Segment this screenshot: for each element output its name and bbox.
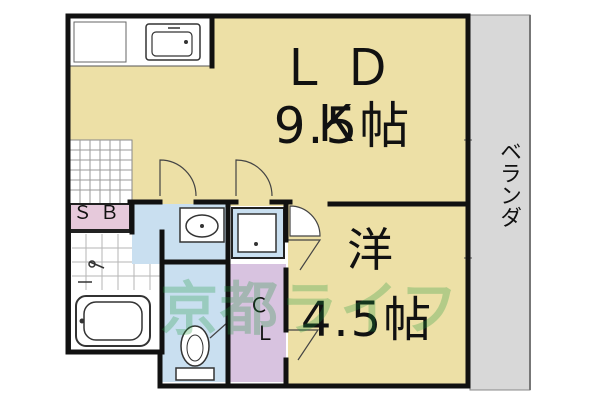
western-room-type: 洋 — [347, 223, 393, 277]
closet-floor — [228, 264, 286, 382]
walls — [65, 13, 471, 389]
washbasin-icon — [179, 207, 225, 243]
storage-label: ＳＢ — [72, 202, 127, 224]
toilet-icon — [175, 325, 215, 381]
closet-label-bottom: Ｌ — [255, 321, 275, 345]
closet-label-top: Ｃ — [249, 293, 269, 317]
watermark-logo: 京都ライフ — [160, 275, 461, 343]
western-room-size: 4.5帖 — [300, 292, 434, 348]
ldk-room-type: ＬＤＫ — [278, 39, 407, 153]
stove-icon — [73, 21, 127, 63]
kitchen-tile-area — [69, 139, 133, 205]
ldk-room-size: 9.5帖 — [273, 97, 412, 155]
washer-pan-icon — [231, 207, 285, 259]
shower-icon — [78, 260, 105, 283]
sink-icon — [145, 23, 201, 61]
door-swings — [159, 159, 322, 361]
balcony-area — [469, 14, 531, 391]
bathtub-icon — [75, 295, 151, 347]
balcony-label: ベランダ — [496, 140, 521, 228]
